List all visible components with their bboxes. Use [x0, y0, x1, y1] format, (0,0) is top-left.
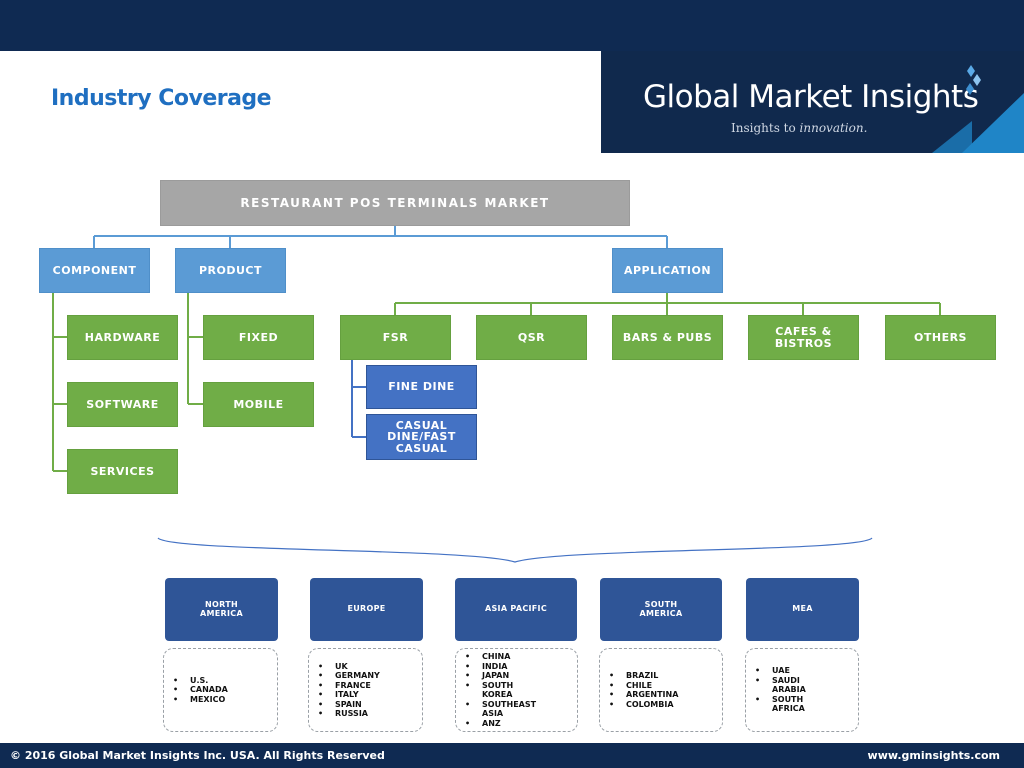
list-item: GERMANY	[309, 671, 422, 681]
top-bar	[0, 0, 1024, 51]
list-item: CHINA	[456, 652, 577, 662]
region-south-america: SOUTH AMERICA	[600, 578, 722, 641]
application-qsr: QSR	[476, 315, 587, 360]
application-bars-pubs: BARS & PUBS	[612, 315, 723, 360]
footer-copyright: © 2016 Global Market Insights Inc. USA. …	[10, 749, 385, 762]
list-item: ANZ	[456, 719, 577, 729]
list-item: SAUDI ARABIA	[746, 676, 858, 695]
list-item: U.S.	[164, 676, 277, 686]
list-item: JAPAN	[456, 671, 577, 681]
list-item: UAE	[746, 666, 858, 676]
category-product: PRODUCT	[175, 248, 286, 293]
region-mea: MEA	[746, 578, 859, 641]
footer-website-link[interactable]: www.gminsights.com	[867, 749, 1000, 762]
north-america-countries: U.S. CANADA MEXICO	[163, 648, 278, 732]
company-logo: Global Market Insights Insights to innov…	[601, 51, 1024, 153]
list-item: BRAZIL	[600, 671, 722, 681]
logo-accent-triangle	[962, 93, 1024, 153]
list-item: SOUTH KOREA	[456, 681, 577, 700]
europe-countries: UK GERMANY FRANCE ITALY SPAIN RUSSIA	[308, 648, 423, 732]
list-item: FRANCE	[309, 681, 422, 691]
logo-diamonds-icon	[966, 65, 981, 95]
root-market-box: RESTAURANT POS TERMINALS MARKET	[160, 180, 630, 226]
product-mobile: MOBILE	[203, 382, 314, 427]
list-item: CANADA	[164, 685, 277, 695]
fsr-casual-dine: CASUAL DINE/FAST CASUAL	[366, 414, 477, 460]
list-item: CHILE	[600, 681, 722, 691]
category-component: COMPONENT	[39, 248, 150, 293]
component-hardware: HARDWARE	[67, 315, 178, 360]
page-title: Industry Coverage	[51, 86, 272, 111]
application-cafes-bistros: CAFES & BISTROS	[748, 315, 859, 360]
list-item: SOUTHEAST ASIA	[456, 700, 577, 719]
list-item: SPAIN	[309, 700, 422, 710]
list-item: RUSSIA	[309, 709, 422, 719]
footer-bar: © 2016 Global Market Insights Inc. USA. …	[0, 743, 1024, 768]
list-item: UK	[309, 662, 422, 672]
list-item: SOUTH AFRICA	[746, 695, 858, 714]
list-item: ITALY	[309, 690, 422, 700]
south-america-countries: BRAZIL CHILE ARGENTINA COLOMBIA	[599, 648, 723, 732]
component-services: SERVICES	[67, 449, 178, 494]
fsr-fine-dine: FINE DINE	[366, 365, 477, 409]
application-fsr: FSR	[340, 315, 451, 360]
list-item: ARGENTINA	[600, 690, 722, 700]
list-item: MEXICO	[164, 695, 277, 705]
category-application: APPLICATION	[612, 248, 723, 293]
asia-pacific-countries: CHINA INDIA JAPAN SOUTH KOREA SOUTHEAST …	[455, 648, 578, 732]
mea-countries: UAE SAUDI ARABIA SOUTH AFRICA	[745, 648, 859, 732]
region-north-america: NORTH AMERICA	[165, 578, 278, 641]
component-software: SOFTWARE	[67, 382, 178, 427]
region-europe: EUROPE	[310, 578, 423, 641]
list-item: COLOMBIA	[600, 700, 722, 710]
application-others: OTHERS	[885, 315, 996, 360]
logo-tagline: Insights to innovation.	[731, 121, 868, 135]
logo-name: Global Market Insights	[643, 79, 979, 115]
region-asia-pacific: ASIA PACIFIC	[455, 578, 577, 641]
list-item: INDIA	[456, 662, 577, 672]
product-fixed: FIXED	[203, 315, 314, 360]
